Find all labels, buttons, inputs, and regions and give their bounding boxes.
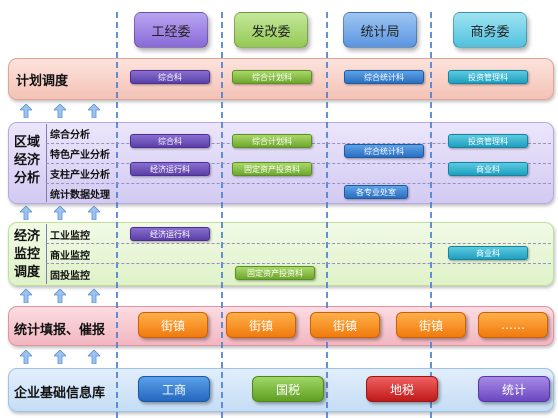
row-divider	[46, 183, 551, 184]
column-divider	[430, 12, 432, 418]
up-arrow-icon	[54, 289, 66, 303]
column-divider	[221, 12, 223, 418]
db-gongshang: 工商	[138, 376, 210, 402]
box-zonghe-jihua-ke: 综合计划科	[232, 134, 312, 148]
region-title-line: 分析	[14, 171, 41, 186]
row-label-tongji-shuju: 统计数据处理	[50, 190, 110, 201]
box-touzi-guanli-ke: 投资管理科	[448, 70, 528, 84]
row-label-gutou-jiankong: 固投监控	[50, 271, 90, 282]
row-label-tese-chanye: 特色产业分析	[50, 150, 110, 161]
row-divider	[46, 243, 551, 244]
monitor-title-line: 调度	[14, 265, 41, 280]
up-arrow-icon	[88, 350, 100, 364]
tab-more: ……	[478, 312, 548, 338]
tab-jiezhen: 街镇	[138, 312, 208, 338]
box-zonghe-tongji-ke: 综合统计科	[344, 144, 424, 158]
db-dishui: 地税	[366, 376, 438, 402]
box-guding-zichan-touzi-ke: 固定资产投资科	[235, 266, 315, 280]
dept-header-fagaiwei: 发改委	[234, 12, 308, 48]
tab-jiezhen: 街镇	[226, 312, 296, 338]
up-arrow-icon	[20, 104, 32, 118]
box-shangye-ke: 商业科	[448, 162, 528, 176]
box-guding-zichan-touzi-ke: 固定资产投资科	[232, 162, 312, 176]
plan-title: 计划调度	[16, 74, 69, 89]
up-arrow-icon	[20, 289, 32, 303]
up-arrow-icon	[20, 206, 32, 220]
row-divider	[46, 263, 551, 264]
box-zonghe-ke: 综合科	[130, 134, 210, 148]
box-ge-zhuanye-chushi: 各专业处室	[344, 185, 408, 199]
box-shangye-ke: 商业科	[448, 246, 528, 260]
monitor-title-line: 经济	[14, 229, 41, 244]
row-label-gongye-jiankong: 工业监控	[50, 231, 90, 242]
region-title-line: 区域	[14, 135, 41, 150]
tab-jiezhen: 街镇	[396, 312, 466, 338]
up-arrow-icon	[88, 289, 100, 303]
box-zonghe-jihua-ke: 综合计划科	[232, 70, 312, 84]
up-arrow-icon	[54, 350, 66, 364]
tab-jiezhen: 街镇	[310, 312, 380, 338]
up-arrow-icon	[54, 206, 66, 220]
up-arrow-icon	[54, 104, 66, 118]
dept-header-gongjingwei: 工经委	[134, 12, 208, 48]
row-label-zonghe-fenxi: 综合分析	[50, 130, 90, 141]
up-arrow-icon	[88, 206, 100, 220]
row-label-zhizhu-chanye: 支柱产业分析	[50, 170, 110, 181]
column-divider	[116, 12, 118, 418]
column-divider	[326, 12, 328, 418]
region-title-line: 经济	[14, 153, 41, 168]
up-arrow-icon	[20, 350, 32, 364]
box-jingji-yunxing-ke: 经济运行科	[130, 227, 210, 241]
row-label-shangye-jiankong: 商业监控	[50, 251, 90, 262]
monitor-left-divider	[46, 224, 47, 284]
monitor-title-line: 监控	[14, 247, 41, 262]
region-analysis-title: 区域 经济 分析	[14, 134, 40, 188]
db-guoshui: 国税	[252, 376, 324, 402]
box-touzi-guanli-ke: 投资管理科	[448, 134, 528, 148]
dept-header-shangwuwei: 商务委	[453, 12, 527, 48]
enterprise-database-title: 企业基础信息库	[14, 386, 106, 401]
report-title: 统计填报、催报	[14, 323, 106, 338]
dept-header-tongjiju: 统计局	[343, 12, 417, 48]
up-arrow-icon	[88, 104, 100, 118]
box-jingji-yunxing-ke: 经济运行科	[130, 162, 210, 176]
db-tongji: 统计	[478, 376, 550, 402]
box-zonghe-ke: 综合科	[130, 70, 210, 84]
box-zonghe-tongji-ke: 综合统计科	[344, 70, 424, 84]
economic-monitor-title: 经济 监控 调度	[14, 228, 40, 282]
